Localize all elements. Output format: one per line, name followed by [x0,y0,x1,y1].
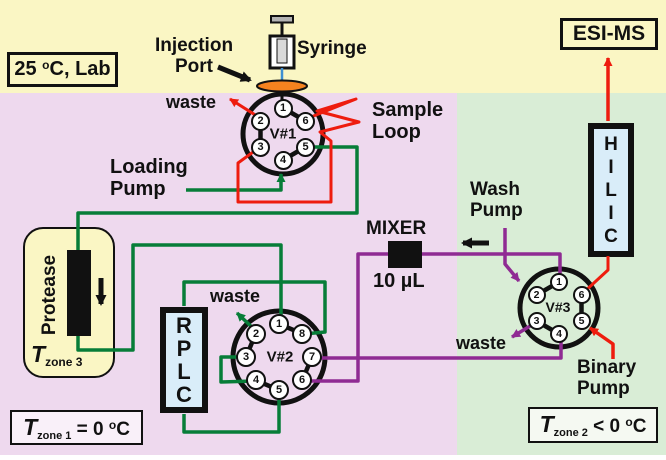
v2-port-5: 5 [269,380,289,400]
injection-port-pointer-arrow [217,64,252,83]
rplc-letter: P [176,336,192,361]
hilic-to-v3-line [581,256,610,295]
mixer-volume-label: 10 µL [373,270,425,292]
v2-port-3: 3 [236,347,256,367]
v2-port-7: 7 [302,347,322,367]
loading-pump-to-v1-line [186,173,286,192]
t-zone1-text: Tzone 1 = 0 oC [23,413,130,442]
v2-waste-label: waste [210,286,261,306]
hilic-column: H I L I C [588,123,634,257]
hilic-letter: I [608,156,614,178]
v2-label: V#2 [266,348,294,366]
v3-port-5: 5 [572,312,591,330]
hilic-letter: H [604,133,618,155]
mixer-label: MIXER [366,218,427,239]
rplc-top-to-v2-line [182,280,327,336]
red-flow-lines [229,57,615,359]
hilic-letter: L [605,179,617,201]
v2-port3-4-utube [219,355,257,384]
rplc-column: R P L C [160,307,208,413]
v1-label: V#1 [269,125,297,143]
protease-to-v2-line [76,243,283,352]
v3-port-6: 6 [572,286,591,304]
v1-port-5: 5 [296,137,315,157]
v3-port-3: 3 [527,312,546,330]
rplc-letter: L [177,359,191,384]
t-zone1-box: Tzone 1 = 0 oC [10,410,143,445]
v3-port-2: 2 [527,286,546,304]
syringe-plunger-inner [276,38,288,64]
v1-port-4: 4 [273,150,293,170]
binary-pump-arrow [589,326,615,359]
green-flow-lines [76,145,359,434]
protease-column-bed [67,250,91,336]
v2-port-1: 1 [269,314,289,334]
lab-temperature-text: 25 oC, Lab [14,58,111,80]
v1-waste-label: waste [166,92,217,112]
v2-port-6: 6 [292,370,312,390]
purple-flow-lines [302,228,563,383]
v3-label: V#3 [545,299,571,315]
sample-loop-coil [236,97,361,204]
lab-temperature-box: 25 oC, Lab [7,52,118,87]
v2-to-mixer-to-v3-line [302,252,562,383]
v3-port-4: 4 [550,325,568,343]
v1-port-1: 1 [273,98,293,118]
v1-port-3: 3 [251,137,270,157]
t-zone2-box: Tzone 2 < 0 oC [528,407,658,443]
syringe-plunger-top [270,15,294,24]
wash-pump-arrow [503,228,521,283]
hilic-letter: C [604,225,618,247]
v1-port-2: 2 [251,111,270,131]
rplc-letter: R [176,313,192,338]
t-zone2-text: Tzone 2 < 0 oC [539,411,647,439]
rplc-bottom-to-v2-line [182,390,281,434]
mixer-block [388,241,422,268]
v2-port-2: 2 [246,324,266,344]
syringe-label: Syringe [297,38,367,59]
v1-port-6: 6 [296,111,315,131]
hilic-letter: I [608,202,614,224]
v2-port7-to-v3-line [312,336,563,360]
t-zone3-label: Tzone 3 [31,341,83,369]
rplc-letter: C [176,382,192,407]
v3-port-1: 1 [550,273,568,291]
injection-port-seal [256,79,308,93]
v2-port-4: 4 [246,370,266,390]
esi-ms-label: ESI-MS [572,22,646,45]
v1-to-protease-line [76,145,359,252]
v2-port-8: 8 [292,324,312,344]
esi-ms-box: ESI-MS [560,18,658,50]
syringe-icon [268,15,296,81]
v3-waste-label: waste [456,333,507,353]
